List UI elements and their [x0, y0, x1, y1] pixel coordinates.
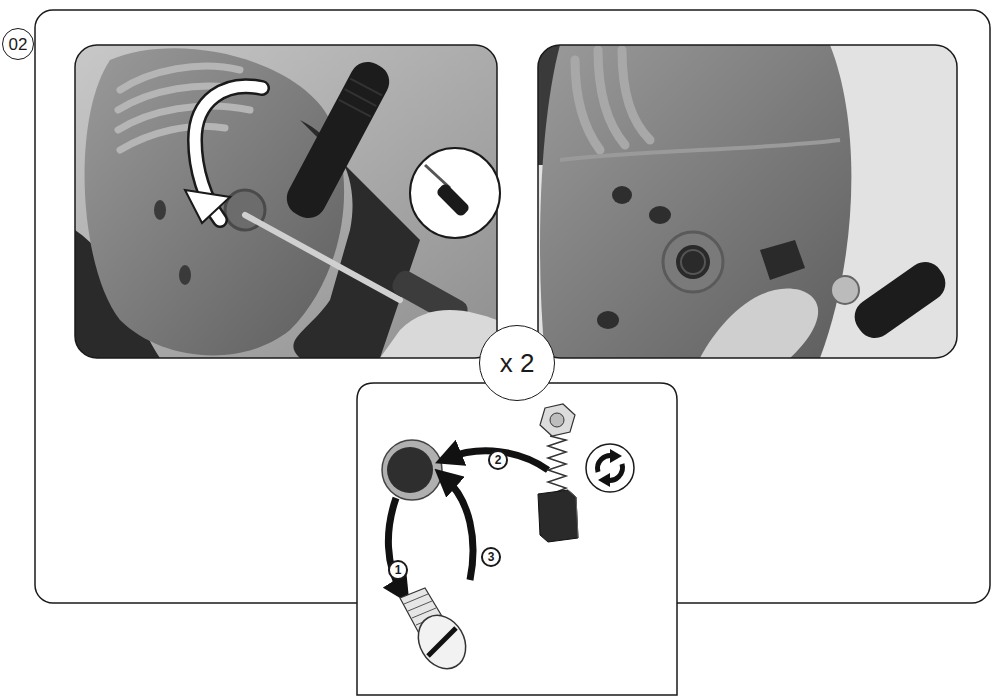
callout-number: 2: [488, 450, 508, 470]
quantity-badge: x 2: [479, 325, 555, 401]
node-label: x 2: [500, 350, 535, 376]
step-number: 02: [2, 28, 34, 60]
illustration-part: [400, 588, 475, 677]
illustration-part: [700, 288, 818, 358]
illustration-part: [404, 594, 428, 604]
illustration-part: [598, 473, 610, 487]
illustration-part: [622, 50, 650, 140]
illustration-part: [350, 79, 382, 96]
illustration-part: [568, 490, 578, 538]
illustration-part: [154, 200, 166, 220]
illustration-part: [538, 45, 957, 358]
illustration-part: [339, 79, 382, 117]
illustration-part: [548, 436, 566, 494]
illustration-part: [339, 100, 371, 117]
illustration-part: [575, 50, 650, 150]
illustration-part: [663, 232, 723, 292]
illustration-part: [597, 311, 619, 329]
illustration-part: [831, 276, 859, 304]
illustration-part: [428, 628, 456, 656]
illustration-part: [245, 215, 400, 300]
illustration-part: [538, 490, 578, 542]
illustration-part: [550, 413, 564, 427]
brush-illustration: [382, 404, 634, 677]
illustration-part: [445, 478, 473, 580]
illustration-part: [345, 89, 377, 106]
illustration-part: [676, 245, 710, 279]
illustration-part: [610, 449, 622, 463]
photo-frame: [538, 45, 957, 358]
illustration-part: [540, 45, 851, 358]
illustration-part: [185, 190, 230, 223]
illustration-part: [409, 607, 475, 677]
callout-number: 3: [481, 547, 501, 567]
node-label: 02: [9, 36, 28, 53]
illustration-part: [560, 140, 840, 160]
illustration-part: [540, 404, 575, 436]
illustration-part: [118, 66, 250, 150]
illustration-part: [280, 56, 395, 225]
illustration-part: [681, 250, 705, 274]
node-label: 3: [488, 551, 495, 563]
illustration-part: [435, 182, 470, 217]
illustration-part: [649, 206, 671, 224]
illustration-part: [408, 601, 432, 611]
illustration-part: [538, 404, 578, 542]
node-label: 1: [395, 564, 402, 576]
detail-box: [357, 383, 677, 695]
illustration-part: [848, 255, 953, 345]
illustration-part: [382, 440, 442, 500]
illustration-part: [586, 444, 634, 492]
screwdriver-inset: [410, 148, 500, 238]
illustration-part: [410, 148, 500, 238]
photo-right: [538, 45, 957, 358]
illustration-part: [179, 265, 191, 285]
illustration-part: [586, 444, 634, 492]
illustration-part: [387, 447, 433, 493]
node-label: 2: [495, 454, 502, 466]
illustration-part: [448, 451, 548, 470]
illustration-part: [612, 186, 632, 204]
illustration-part: [760, 240, 805, 280]
illustration-part: [380, 310, 497, 358]
callout-number: 1: [388, 560, 408, 580]
illustration-part: [120, 126, 225, 150]
